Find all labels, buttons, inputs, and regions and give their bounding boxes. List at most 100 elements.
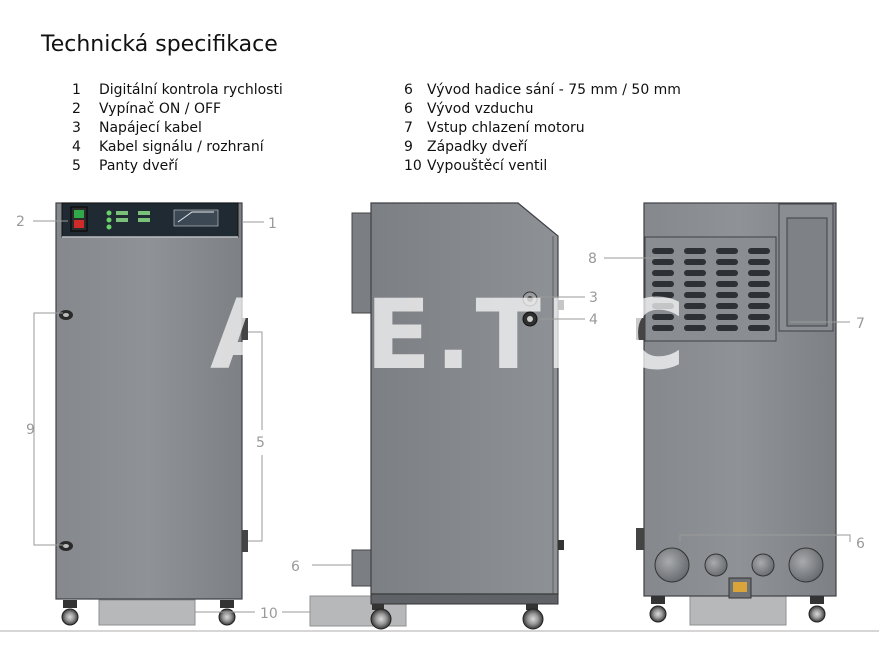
- legend-number: 1: [72, 82, 81, 98]
- vent-slot: [716, 292, 738, 298]
- brand-plate: [173, 209, 219, 227]
- wheel: [370, 604, 392, 630]
- door-latch-top: [59, 310, 73, 320]
- vent-slot: [716, 303, 738, 309]
- vent-slot: [684, 281, 706, 287]
- cooling-inlet-cover: [786, 217, 828, 327]
- hinge-bottom: [242, 530, 248, 552]
- legend-item: 5 Panty dveří: [72, 157, 283, 176]
- back-view: [636, 202, 837, 626]
- back-hinge-bottom: [636, 528, 644, 550]
- legend-number: 5: [72, 158, 81, 174]
- status-led: [106, 224, 112, 230]
- power-cable-port: [522, 291, 538, 307]
- vent-slot: [716, 248, 738, 254]
- back-hinge-top: [636, 318, 644, 340]
- legend-text: Vývod hadice sání - 75 mm / 50 mm: [427, 82, 681, 98]
- callout-7: 7: [856, 316, 865, 332]
- legend-text: Vypouštěcí ventil: [427, 158, 548, 174]
- vent-slot: [652, 281, 674, 287]
- callout-4: 4: [589, 312, 598, 328]
- display-segment: [138, 211, 150, 215]
- legend-number: 3: [72, 120, 81, 136]
- wheel: [649, 596, 667, 623]
- vent-slot: [716, 281, 738, 287]
- vent-slot: [684, 325, 706, 331]
- signal-cable-port: [522, 311, 538, 327]
- legend-item: 10 Vypouštěcí ventil: [404, 157, 681, 176]
- display-segment: [116, 211, 128, 215]
- hinge-top: [242, 318, 248, 340]
- vent-slot: [716, 270, 738, 276]
- vent-slot: [748, 303, 770, 309]
- side-latch: [558, 540, 564, 550]
- watermark: ABE.TEC: [210, 279, 689, 391]
- drain-tray: [98, 599, 196, 626]
- switch-off-button: [74, 220, 84, 228]
- callout-5: 5: [256, 435, 265, 451]
- switch-on-button: [74, 210, 84, 218]
- air-outlet-small: [751, 553, 775, 577]
- vent-grille: [644, 236, 777, 342]
- callout-10: 10: [260, 606, 278, 622]
- air-outlet-small: [704, 553, 728, 577]
- legend-number: 10: [404, 158, 422, 174]
- vent-slot: [652, 325, 674, 331]
- callout-6-back: 6: [856, 536, 865, 552]
- suction-hose-outlet-large: [788, 547, 824, 583]
- legend-number: 6: [404, 101, 413, 117]
- vent-slot: [716, 325, 738, 331]
- vent-slot: [748, 325, 770, 331]
- vent-slot: [652, 259, 674, 265]
- vent-slot: [748, 314, 770, 320]
- callout-3: 3: [589, 290, 598, 306]
- side-latch: [558, 300, 564, 310]
- drain-valve-label: [733, 582, 747, 592]
- callout-1: 1: [268, 216, 277, 232]
- legend-text: Vypínač ON / OFF: [99, 101, 222, 117]
- front-cabinet: [55, 202, 243, 600]
- vent-slot: [748, 292, 770, 298]
- wheel: [218, 600, 236, 626]
- status-led: [106, 210, 112, 216]
- legend-number: 4: [72, 139, 81, 155]
- legend-text: Kabel signálu / rozhraní: [99, 139, 264, 155]
- vent-slot: [652, 303, 674, 309]
- vent-slot: [652, 292, 674, 298]
- vent-slot: [652, 314, 674, 320]
- side-base: [370, 593, 559, 605]
- wheel: [61, 600, 79, 626]
- status-led: [106, 217, 112, 223]
- legend-text: Napájecí kabel: [99, 120, 202, 136]
- vent-slot: [684, 270, 706, 276]
- suction-hose-outlet-large: [654, 547, 690, 583]
- legend-item: 3 Napájecí kabel: [72, 119, 283, 138]
- legend-number: 7: [404, 120, 413, 136]
- display-segment: [138, 218, 150, 222]
- vent-slot: [684, 303, 706, 309]
- display-segment: [116, 218, 128, 222]
- vent-slot: [748, 248, 770, 254]
- callout-9: 9: [26, 422, 35, 438]
- vent-slot: [684, 259, 706, 265]
- front-view: [55, 202, 248, 626]
- legend-text: Vývod vzduchu: [427, 101, 534, 117]
- vent-slot: [684, 292, 706, 298]
- legend-text: Digitální kontrola rychlosti: [99, 82, 283, 98]
- legend-item: 4 Kabel signálu / rozhraní: [72, 138, 283, 157]
- legend-number: 9: [404, 139, 413, 155]
- page-title: Technická specifikace: [41, 32, 278, 57]
- legend-item: 6 Vývod hadice sání - 75 mm / 50 mm: [404, 81, 681, 100]
- vent-slots: [652, 248, 770, 331]
- brand-plate-mark: [177, 211, 214, 223]
- callout-2: 2: [16, 214, 25, 230]
- side-view: [309, 202, 564, 630]
- legend-text: Panty dveří: [99, 158, 178, 174]
- legend-number: 6: [404, 82, 413, 98]
